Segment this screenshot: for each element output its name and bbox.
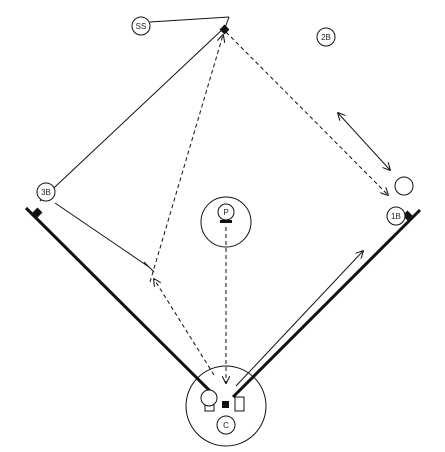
pitcher-label: P [223,208,228,217]
home-to-cutoff-dashed [154,279,215,376]
home-plate-area [185,365,267,447]
fielder-second-base: 2B [316,27,336,47]
second-base-label: 2B [321,33,331,42]
shortstop-route-line [149,16,230,23]
cutoff-tick [143,261,155,273]
catcher-label: C [223,421,229,430]
third-baseman-cutoff-line [54,202,150,268]
catcher-to-second-throw [149,35,223,283]
pitchers-rubber [220,220,232,223]
third-base-label: 3B [41,188,51,197]
batter-run-arrow [235,251,363,387]
first-base-foul-line [231,208,422,399]
fielder-third-base: 3B [36,182,56,202]
shortstop-label: SS [136,22,147,31]
third-base-foul-line [24,206,218,399]
second-base-bag [219,24,230,35]
fielder-first-base: 1B [386,206,406,226]
second-to-first-dashed [225,31,388,195]
fielder-pitcher: P [217,203,235,221]
third-to-second-basepath [39,27,225,202]
home-plate [222,401,229,408]
batter-runner-marker [200,389,218,407]
fielder-shortstop: SS [131,16,151,36]
runner-marker-first [394,176,414,196]
fielder-catcher: C [216,415,236,435]
pitchers-mound [200,196,252,248]
first-base-label: 1B [391,212,401,221]
third-base-bag [32,207,43,218]
right-batters-box [234,396,245,412]
first-baseman-double-arrow [338,113,390,170]
